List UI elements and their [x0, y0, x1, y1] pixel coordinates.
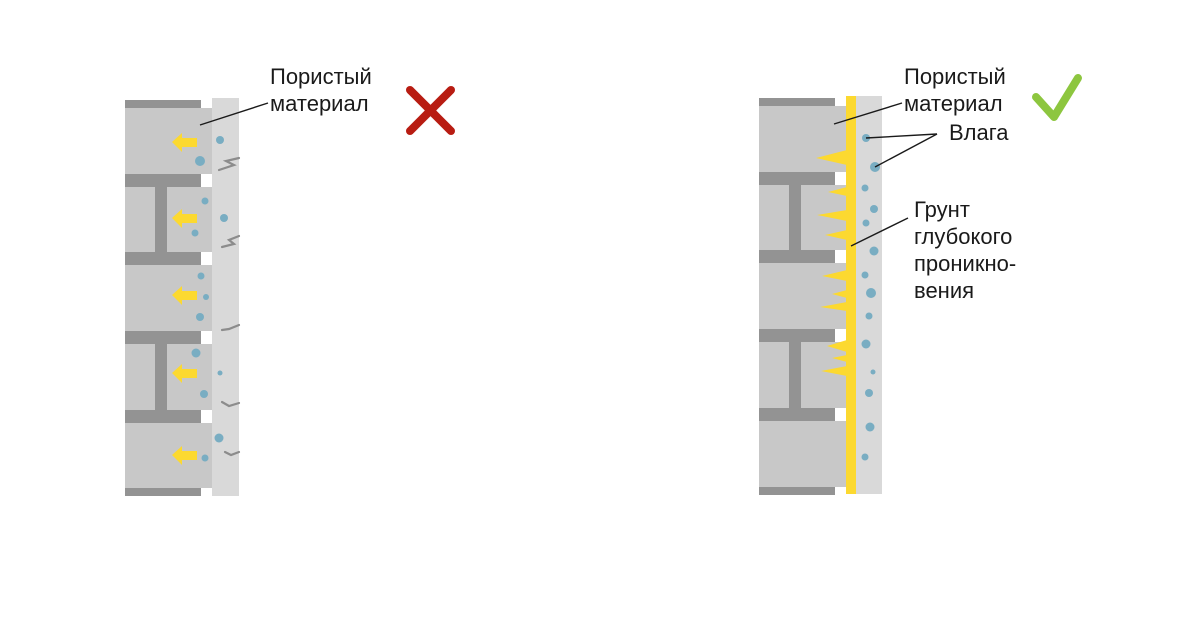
primer-label-line-2: глубокого: [914, 224, 1013, 249]
right-porous-label-line-2: материал: [904, 91, 1003, 116]
left-porous-label-line-1: Пористый: [270, 64, 372, 89]
right-wall: [759, 96, 938, 495]
right-bricks: [759, 106, 847, 487]
right-porous-pointer: [833, 102, 903, 125]
moisture-pointer-2: [874, 133, 938, 168]
check-icon: [1032, 74, 1082, 121]
left-wall: [125, 98, 269, 496]
primer-layer: [846, 96, 856, 494]
primer-label-line-1: Грунт: [914, 197, 970, 222]
cross-icon: [406, 86, 455, 135]
primer-label-line-3: проникно-: [914, 251, 1017, 276]
right-porous-label: Пористый материал: [904, 63, 1006, 117]
primer-spikes: [816, 150, 847, 376]
primer-label-line-4: вения: [914, 278, 975, 303]
left-porous-label: Пористый материал: [270, 63, 372, 117]
moisture-label: Влага: [949, 120, 1009, 145]
primer-pointer: [850, 217, 909, 247]
primer-label: Грунт глубокого проникно- вения: [914, 196, 1016, 304]
left-label-pointer: [199, 102, 269, 126]
moisture-pointer-1: [865, 133, 938, 139]
left-moisture-dots: [191, 136, 228, 462]
left-porous-label-line-2: материал: [270, 91, 369, 116]
left-cracks: [217, 156, 241, 457]
right-porous-label-line-1: Пористый: [904, 64, 1006, 89]
left-moisture-arrows: [172, 133, 197, 465]
